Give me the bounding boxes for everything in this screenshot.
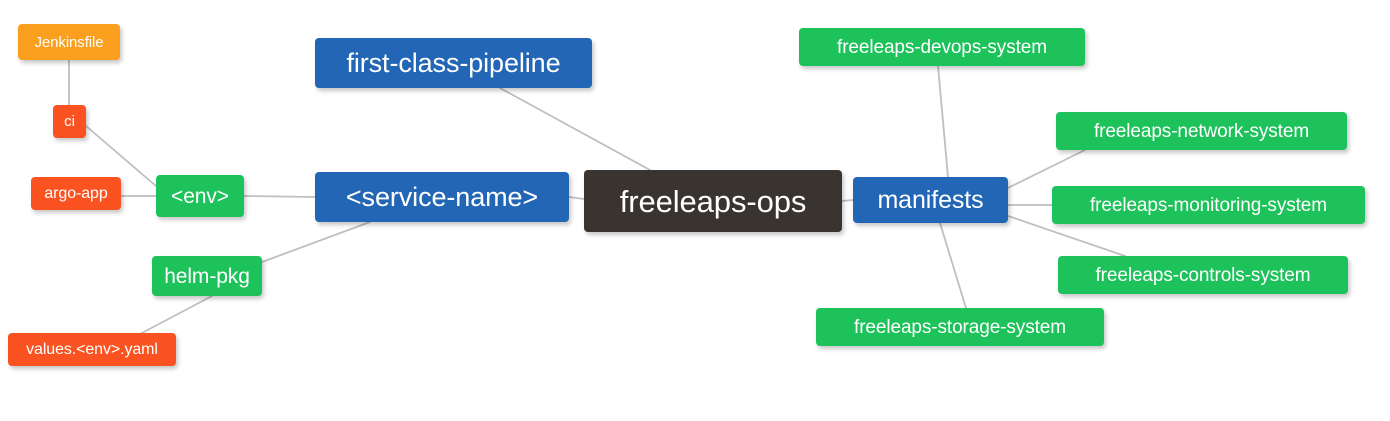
mindmap-node-argo-app[interactable]: argo-app xyxy=(31,177,121,210)
edge-env-to-service-name xyxy=(243,195,316,198)
mindmap-node-first-class-pipeline[interactable]: first-class-pipeline xyxy=(315,38,592,88)
edge-helm-pkg-to-values-yaml xyxy=(139,295,213,335)
mindmap-node-env[interactable]: <env> xyxy=(156,175,244,217)
mindmap-node-controls[interactable]: freeleaps-controls-system xyxy=(1058,256,1348,294)
edge-service-name-to-freeleaps-ops xyxy=(568,196,585,200)
edge-service-name-to-helm-pkg xyxy=(261,221,371,263)
mindmap-node-network[interactable]: freeleaps-network-system xyxy=(1056,112,1347,150)
edge-first-class-pipeline-to-freeleaps-ops xyxy=(499,87,651,171)
edge-manifests-to-network xyxy=(1007,149,1086,189)
edge-manifests-to-storage xyxy=(939,222,967,309)
mindmap-node-service-name[interactable]: <service-name> xyxy=(315,172,569,222)
mindmap-node-helm-pkg[interactable]: helm-pkg xyxy=(152,256,262,296)
mindmap-node-ci[interactable]: ci xyxy=(53,105,86,138)
edge-freeleaps-ops-to-manifests xyxy=(841,199,854,202)
mindmap-node-freeleaps-ops[interactable]: freeleaps-ops xyxy=(584,170,842,232)
mindmap-node-values-yaml[interactable]: values.<env>.yaml xyxy=(8,333,176,366)
mindmap-node-storage[interactable]: freeleaps-storage-system xyxy=(816,308,1104,346)
mindmap-node-jenkinsfile[interactable]: Jenkinsfile xyxy=(18,24,120,60)
mindmap-node-monitoring[interactable]: freeleaps-monitoring-system xyxy=(1052,186,1365,224)
mindmap-node-devops[interactable]: freeleaps-devops-system xyxy=(799,28,1085,66)
edge-manifests-to-devops xyxy=(937,65,949,178)
mindmap-node-manifests[interactable]: manifests xyxy=(853,177,1008,223)
